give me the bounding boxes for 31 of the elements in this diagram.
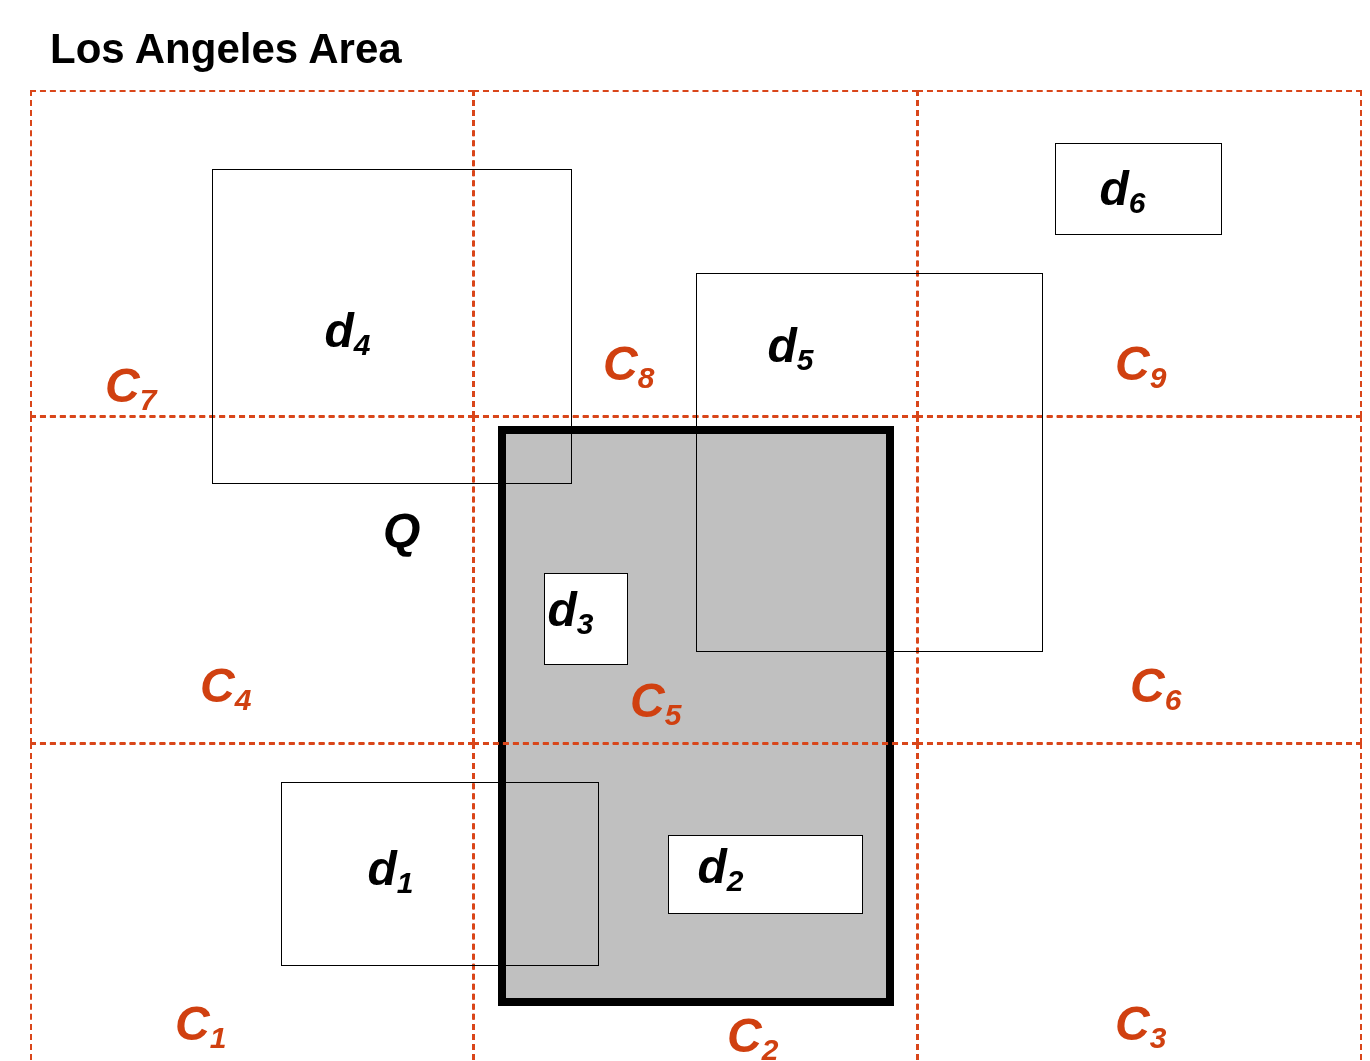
cell-label: C$_{1}$: [175, 1000, 227, 1053]
region-rectangle: [544, 573, 628, 665]
cell-label: C$_{6}$: [1130, 662, 1182, 715]
region-rectangle: [281, 782, 599, 966]
grid-cell: [917, 416, 1362, 744]
query-label: Q: [383, 507, 421, 555]
cell-label: C$_{7}$: [105, 362, 157, 415]
grid-cell: [30, 90, 474, 417]
region-label: d$_{2}$: [697, 842, 744, 896]
region-rectangle: [212, 169, 572, 484]
region-label: d$_{1}$: [367, 844, 414, 898]
region-rectangle: [668, 835, 863, 914]
cell-label: C$_{9}$: [1115, 340, 1167, 393]
grid-cell: [30, 416, 474, 744]
cell-label: C$_{4}$: [200, 662, 252, 715]
cell-label: C$_{2}$: [727, 1012, 779, 1061]
cell-label: C$_{8}$: [603, 340, 655, 393]
cell-label: C$_{3}$: [1115, 1000, 1167, 1053]
grid-cell: [917, 743, 1362, 1061]
region-label: d$_{4}$: [324, 306, 371, 360]
region-rectangle: [1055, 143, 1222, 235]
grid-cell: [30, 743, 474, 1061]
region-label: d$_{6}$: [1099, 164, 1146, 218]
region-rectangle: [696, 273, 1043, 652]
grid-cell: [917, 90, 1362, 417]
query-rectangle: [498, 426, 894, 1006]
title: Los Angeles Area: [50, 28, 402, 70]
grid-cell: [473, 90, 918, 417]
region-label: d$_{3}$: [547, 585, 594, 639]
region-label: d$_{5}$: [767, 321, 814, 375]
cell-label: C$_{5}$: [630, 677, 682, 730]
